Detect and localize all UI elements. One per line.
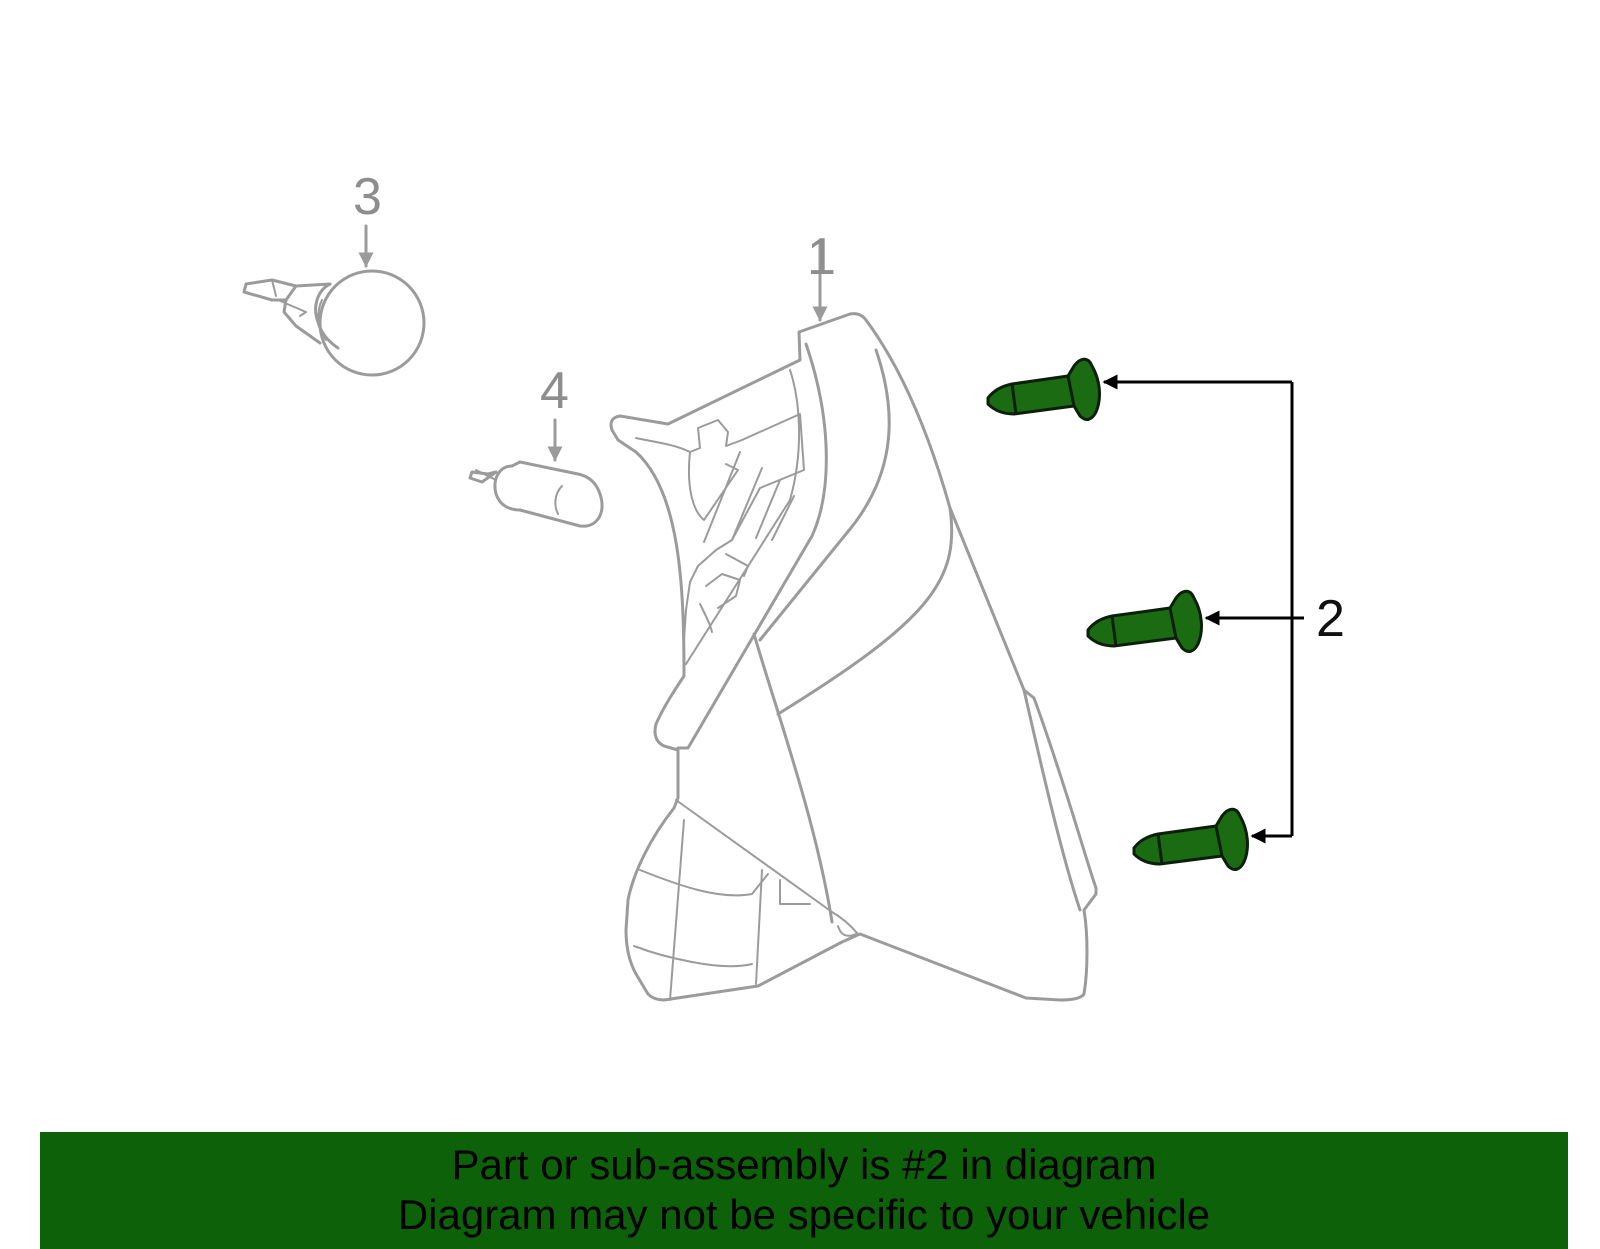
lamp-housing-part-1[interactable]: 1 — [609, 228, 1098, 1002]
leader-lines-part-2 — [1102, 374, 1304, 844]
screw-top[interactable] — [986, 357, 1101, 421]
screw-part-2[interactable]: 2 — [986, 357, 1345, 871]
screw-middle[interactable] — [1086, 589, 1203, 653]
screw-bottom[interactable] — [1132, 807, 1249, 871]
banner-line-2: Diagram may not be specific to your vehi… — [397, 1191, 1211, 1238]
bulb-round-part-3[interactable]: 3 — [242, 168, 426, 377]
callout-4[interactable]: 4 — [540, 362, 569, 420]
bulb-wedge-part-4[interactable]: 4 — [468, 362, 604, 528]
banner-line-1: Part or sub-assembly is #2 in diagram — [451, 1141, 1157, 1188]
callout-1[interactable]: 1 — [807, 228, 836, 286]
callout-2[interactable]: 2 — [1316, 590, 1345, 648]
info-banner: Part or sub-assembly is #2 in diagram Di… — [40, 1132, 1568, 1249]
callout-3[interactable]: 3 — [353, 168, 382, 226]
